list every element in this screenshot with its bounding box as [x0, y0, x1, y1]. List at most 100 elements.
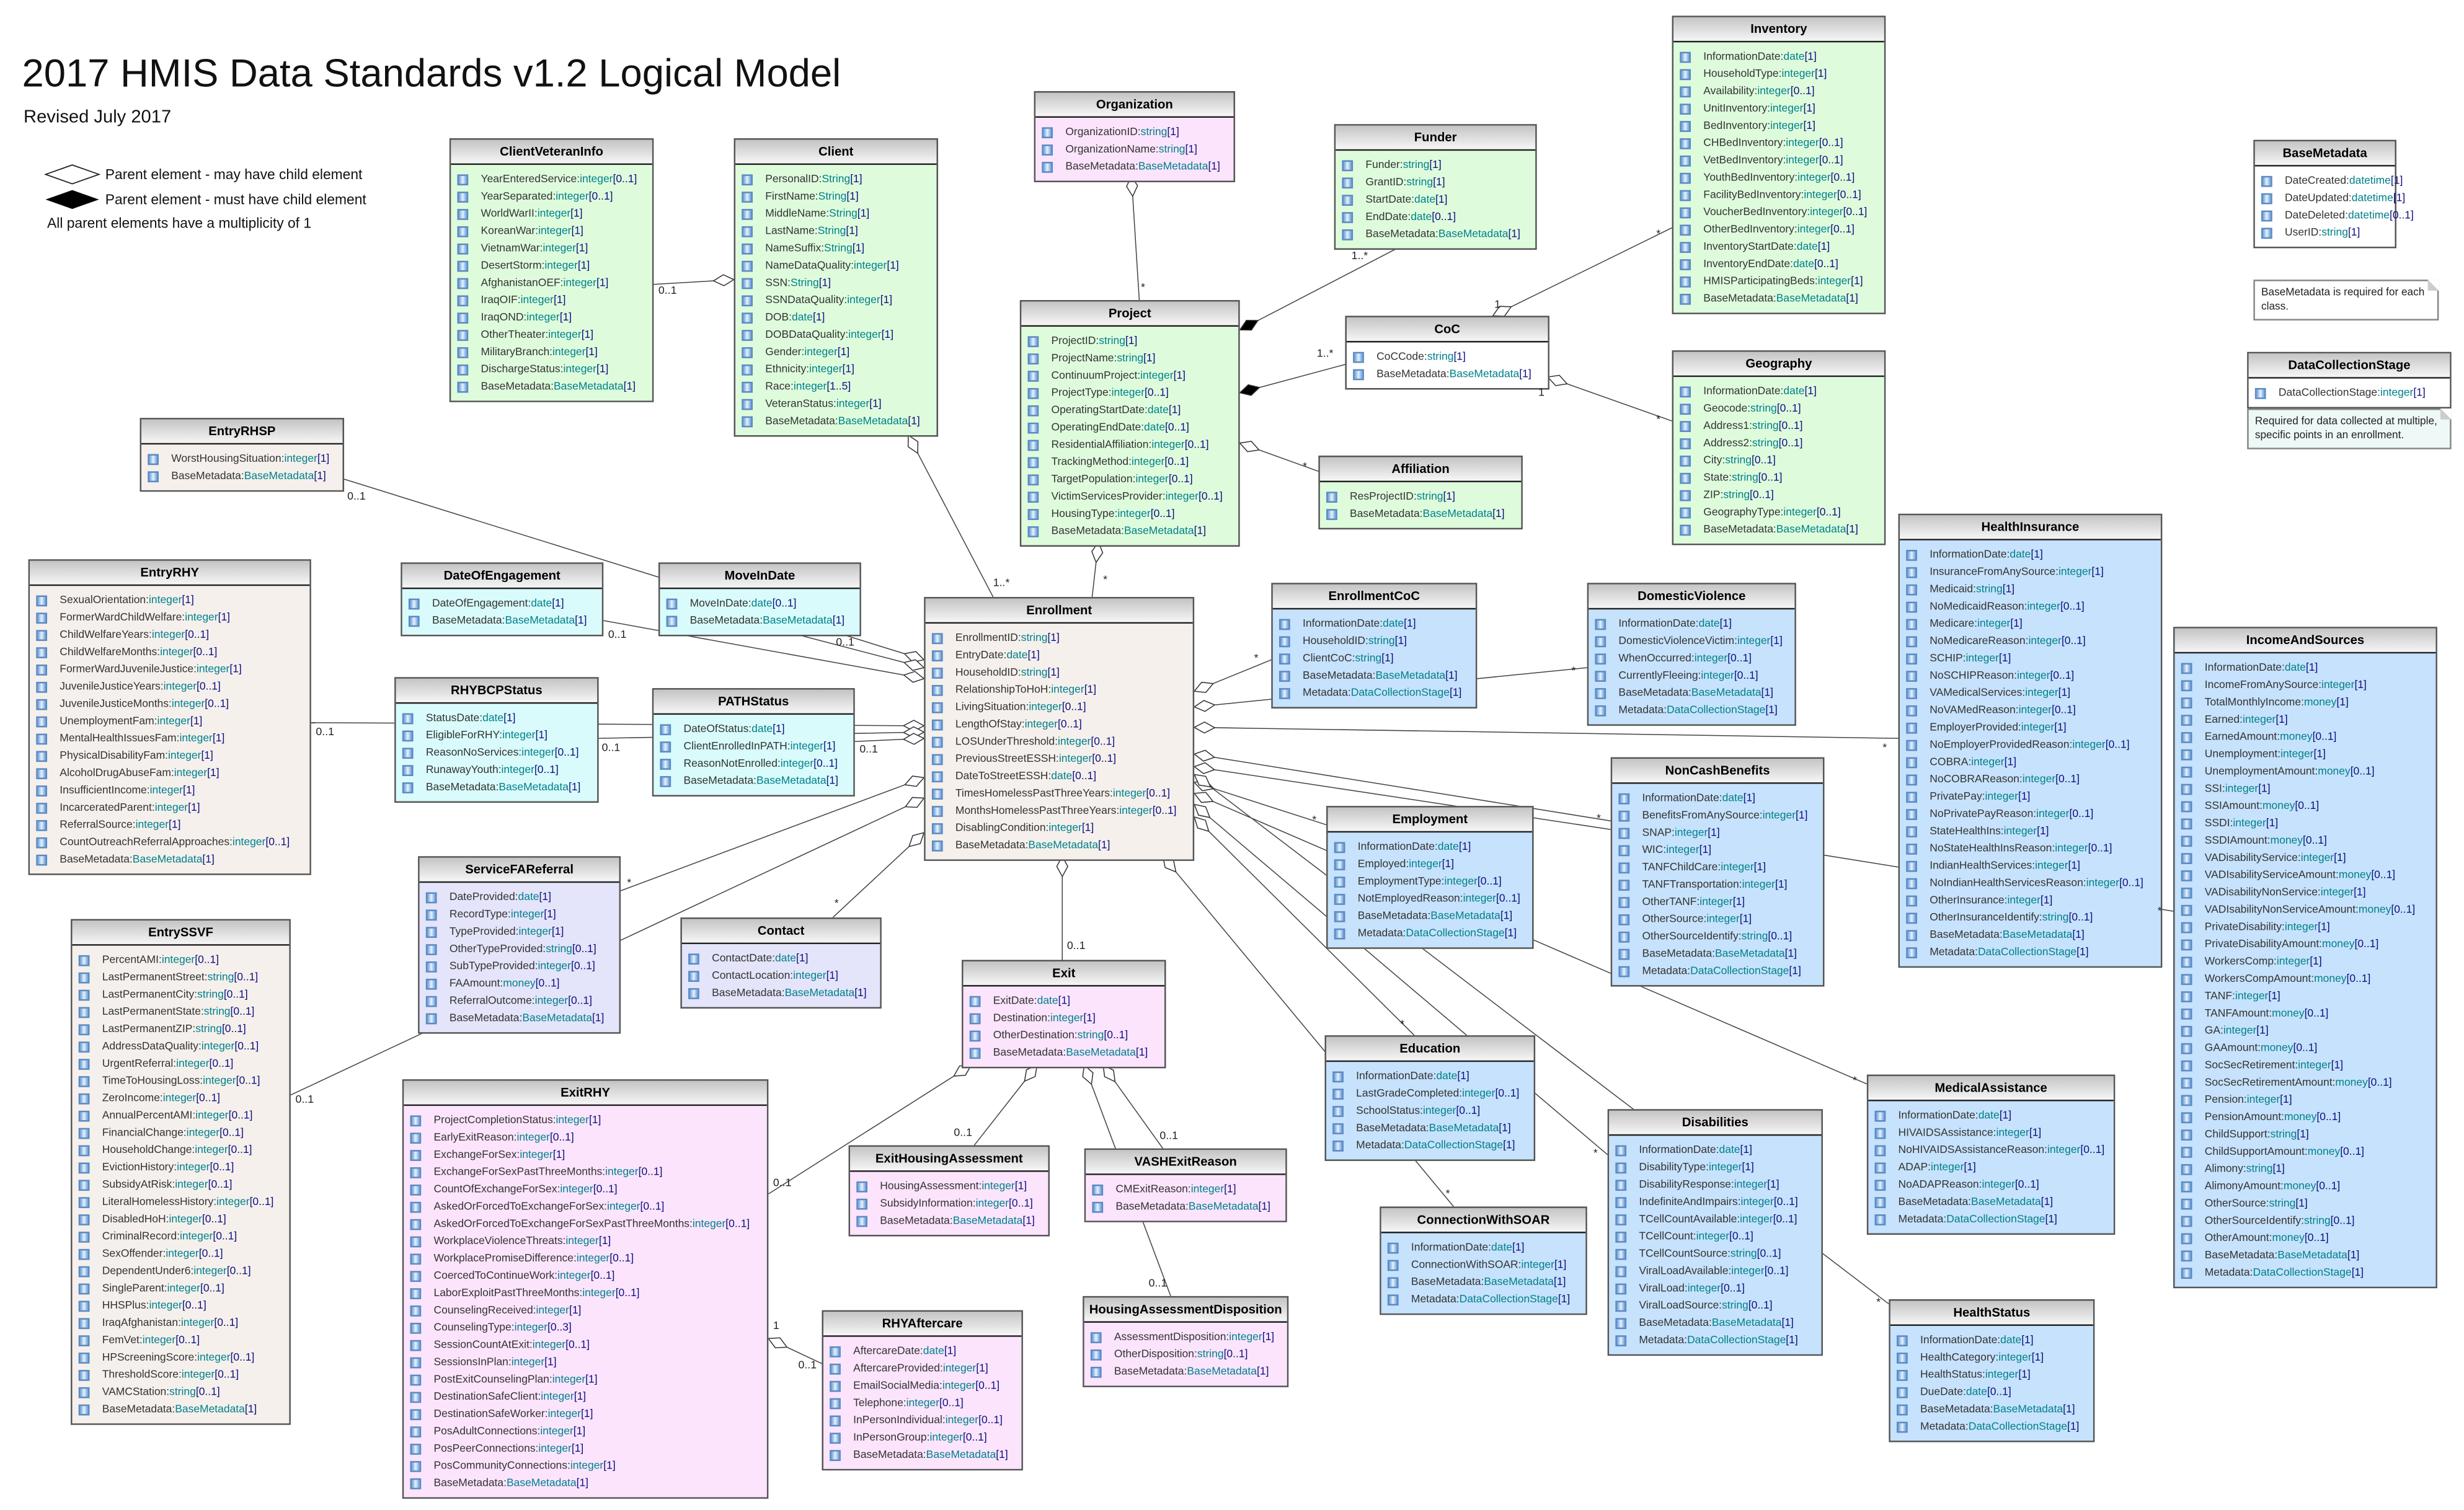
attribute-text: LOSUnderThreshold:integer[0..1] [955, 736, 1115, 748]
attribute-row: BaseMetadata:BaseMetadata[1] [660, 773, 853, 790]
attribute-row: DOBDataQuality:integer[1] [742, 327, 936, 344]
attribute-icon [2181, 1233, 2192, 1245]
attribute-row: Medicare:integer[1] [1906, 616, 2161, 633]
attribute-text: ClientEnrolledInPATH:integer[1] [683, 741, 836, 753]
attribute-text: CoercedToContinueWork:integer[0..1] [433, 1271, 615, 1283]
multiplicity-label: * [1254, 653, 1259, 665]
attribute-text: CHBedInventory:integer[0..1] [1703, 138, 1843, 149]
attribute-row: SexualOrientation:integer[1] [36, 592, 309, 609]
attribute-icon [742, 364, 753, 376]
attribute-row: BaseMetadata:BaseMetadata[1] [1027, 523, 1238, 541]
attribute-row: ZIP:string[0..1] [1680, 487, 1884, 505]
attribute-icon [2181, 1043, 2192, 1054]
attribute-text: NoCOBRAReason:integer[0..1] [1930, 774, 2080, 786]
multiplicity-label: 0..1 [608, 630, 627, 642]
attribute-icon [742, 381, 753, 393]
attribute-row: InformationDate:date[1] [1680, 383, 1884, 400]
attribute-row: ExitDate:date[1] [969, 993, 1164, 1010]
attribute-text: HouseholdChange:integer[0..1] [102, 1145, 252, 1157]
attribute-icon [410, 1322, 422, 1334]
attribute-row: SSNDataQuality:integer[1] [742, 292, 936, 309]
attribute-text: CurrentlyFleeing:integer[0..1] [1618, 671, 1758, 682]
multiplicity-label: 1 [1538, 387, 1545, 399]
attribute-list: InformationDate:date[1]DomesticViolenceV… [1589, 609, 1795, 725]
attribute-icon [2181, 887, 2192, 899]
attribute-text: RunawayYouth:integer[0..1] [425, 765, 559, 776]
attribute-icon [1897, 1353, 1908, 1364]
attribute-row: TargetPopulation:integer[0..1] [1027, 471, 1238, 488]
attribute-list: PercentAMI:integer[0..1]LastPermanentStr… [72, 945, 290, 1424]
attribute-row: PrivatePay:integer[1] [1906, 788, 2161, 806]
attribute-row: ChildSupport:string[1] [2181, 1126, 2436, 1144]
attribute-row: EmploymentType:integer[0..1] [1334, 873, 1532, 891]
attribute-row: StartDate:date[1] [1342, 192, 1535, 209]
attribute-icon [1906, 601, 1917, 613]
attribute-text: UserID:string[1] [2285, 227, 2360, 239]
attribute-row: UserID:string[1] [2261, 224, 2395, 242]
attribute-text: DesertStorm:integer[1] [481, 260, 590, 272]
attribute-text: EmploymentType:integer[0..1] [1357, 876, 1502, 888]
attribute-row: NoMedicareReason:integer[0..1] [1906, 633, 2161, 650]
attribute-icon [1027, 405, 1039, 417]
attribute-text: BaseMetadata:BaseMetadata[1] [1114, 1366, 1269, 1378]
attribute-list: DateProvided:date[1]RecordType:integer[1… [419, 883, 619, 1033]
attribute-row: HealthCategory:integer[1] [1897, 1349, 2093, 1367]
multiplicity-label: * [1140, 283, 1145, 294]
attribute-row: LastPermanentZIP:string[0..1] [78, 1021, 290, 1038]
attribute-text: UnitInventory:integer[1] [1703, 104, 1815, 115]
attribute-icon [2261, 227, 2272, 239]
attribute-list: WorstHousingSituation:integer[1]BaseMeta… [141, 444, 343, 490]
attribute-row: InventoryEndDate:date[0..1] [1680, 256, 1884, 273]
attribute-icon [931, 806, 943, 817]
attribute-text: TrackingMethod:integer[0..1] [1051, 457, 1189, 469]
attribute-text: IraqOIF:integer[1] [481, 295, 566, 307]
attribute-icon [931, 719, 943, 731]
attribute-text: ChildSupport:string[1] [2204, 1129, 2309, 1141]
attribute-row: Race:integer[1..5] [742, 379, 936, 396]
attribute-icon [1279, 653, 1290, 665]
attribute-text: DateUpdated:datetime[1] [2285, 193, 2406, 205]
attribute-text: EndDate:date[0..1] [1365, 212, 1456, 223]
attribute-row: DateToStreetESSH:date[0..1] [931, 768, 1193, 785]
multiplicity-label: * [1876, 1297, 1881, 1309]
attribute-icon [1332, 1140, 1344, 1152]
attribute-row: BaseMetadata:BaseMetadata[1] [36, 852, 309, 869]
attribute-icon [1342, 160, 1354, 172]
attribute-row: OrganizationID:string[1] [1042, 124, 1233, 141]
attribute-icon [969, 996, 981, 1007]
attribute-row: PrivateDisabilityAmount:money[0..1] [2181, 937, 2436, 954]
attribute-text: ContactDate:date[1] [712, 953, 809, 965]
attribute-text: SexualOrientation:integer[1] [60, 595, 194, 607]
attribute-text: ChildWelfareMonths:integer[0..1] [60, 647, 218, 658]
attribute-icon [1906, 550, 1917, 561]
attribute-row: Address2:string[0..1] [1680, 435, 1884, 453]
attribute-icon [1680, 507, 1691, 519]
attribute-text: InPersonIndividual:integer[0..1] [853, 1415, 1003, 1427]
open-diamond-icon [1546, 374, 1568, 386]
attribute-text: OperatingEndDate:date[0..1] [1051, 422, 1189, 434]
attribute-row: IndianHealthServices:integer[1] [1906, 858, 2161, 875]
association-line [1209, 817, 1608, 1155]
attribute-icon [457, 209, 469, 220]
attribute-row: UrgentReferral:integer[0..1] [78, 1056, 290, 1073]
attribute-list: ContactDate:date[1]ContactLocation:integ… [681, 944, 880, 1007]
attribute-list: ProjectID:string[1]ProjectName:string[1]… [1021, 327, 1239, 545]
attribute-row: InformationDate:date[1] [1874, 1108, 2114, 1125]
attribute-icon [78, 1353, 90, 1364]
attribute-row: TypeProvided:integer[1] [425, 924, 619, 941]
attribute-icon [2181, 1129, 2192, 1141]
attribute-icon [410, 1184, 422, 1196]
attribute-row: BaseMetadata:BaseMetadata[1] [148, 468, 342, 485]
attribute-icon [78, 1145, 90, 1157]
attribute-list: YearEnteredService:integer[0..1]YearSepa… [451, 165, 652, 401]
attribute-row: VADisabilityService:integer[1] [2181, 850, 2436, 867]
multiplicity-label: 1 [773, 1321, 779, 1333]
attribute-text: SSIAmount:money[0..1] [2204, 801, 2320, 813]
attribute-icon [410, 1444, 422, 1455]
attribute-text: WorkersCompAmount:money[0..1] [2204, 974, 2371, 986]
attribute-row: WorstHousingSituation:integer[1] [148, 451, 342, 468]
attribute-text: InformationDate:date[1] [1642, 793, 1756, 805]
